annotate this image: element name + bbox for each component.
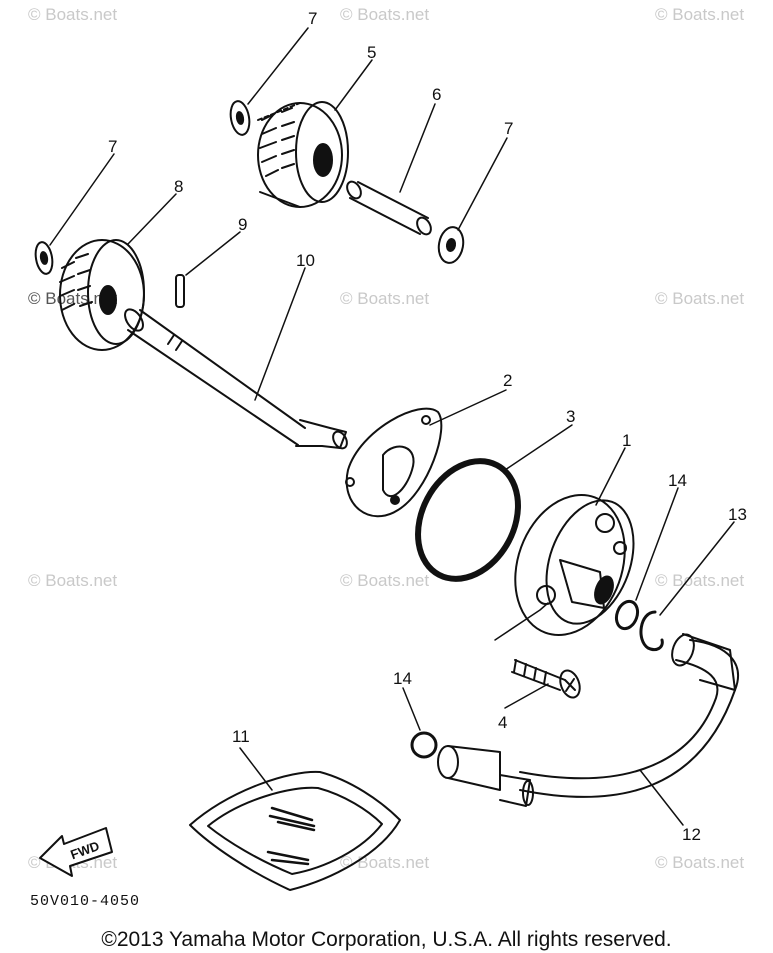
callout-11: 11: [232, 727, 250, 746]
watermark: © Boats.net: [655, 5, 745, 24]
watermark: © Boats.net: [340, 571, 430, 590]
o-ring-part-14-lower: [410, 731, 438, 759]
callout-5: 5: [367, 43, 376, 62]
callout-12: 12: [682, 825, 701, 844]
washer-part-7-left: [34, 241, 54, 275]
callout-14-lower: 14: [393, 669, 412, 688]
filter-part-11: [189, 770, 401, 891]
callout-8: 8: [174, 177, 183, 196]
pin-part-9: [175, 274, 185, 308]
washer-part-7-right: [437, 226, 465, 264]
clip-part-13: [639, 610, 664, 652]
pin-part-6: [346, 180, 432, 236]
fwd-arrow-icon: [39, 827, 113, 877]
gear-part-8: [59, 239, 145, 351]
callout-1: 1: [622, 431, 631, 450]
callout-3: 3: [566, 407, 575, 426]
watermark: © Boats.net: [28, 5, 118, 24]
callout-2: 2: [503, 371, 512, 390]
watermark: © Boats.net: [655, 289, 745, 308]
callout-14-upper: 14: [668, 471, 687, 490]
pipe-part-12: [437, 633, 739, 807]
o-ring-part-3: [415, 458, 521, 582]
watermark: © Boats.net: [28, 289, 118, 308]
gear-part-5: [257, 101, 349, 208]
watermark: © Boats.net: [655, 853, 745, 872]
o-ring-part-14-upper: [614, 599, 640, 631]
shaft-part-10: [124, 308, 348, 450]
callout-7-right: 7: [504, 119, 513, 138]
watermark: © Boats.net: [340, 289, 430, 308]
callout-4: 4: [498, 713, 507, 732]
callout-9: 9: [238, 215, 247, 234]
watermark: © Boats.net: [655, 571, 745, 590]
callout-10: 10: [296, 251, 315, 270]
callout-7-top: 7: [308, 9, 317, 28]
housing-part-1: [514, 494, 635, 636]
part-code: 50V010-4050: [30, 893, 141, 910]
watermark: © Boats.net: [340, 5, 430, 24]
callout-13: 13: [728, 505, 747, 524]
screw-part-4: [511, 659, 581, 699]
callout-6: 6: [432, 85, 441, 104]
leader-lines: [49, 27, 735, 826]
plate-part-2: [345, 407, 443, 518]
watermark: © Boats.net: [28, 571, 118, 590]
copyright-notice: ©2013 Yamaha Motor Corporation, U.S.A. A…: [101, 928, 672, 951]
callout-7-left: 7: [108, 137, 117, 156]
washer-part-7-top: [229, 100, 251, 136]
